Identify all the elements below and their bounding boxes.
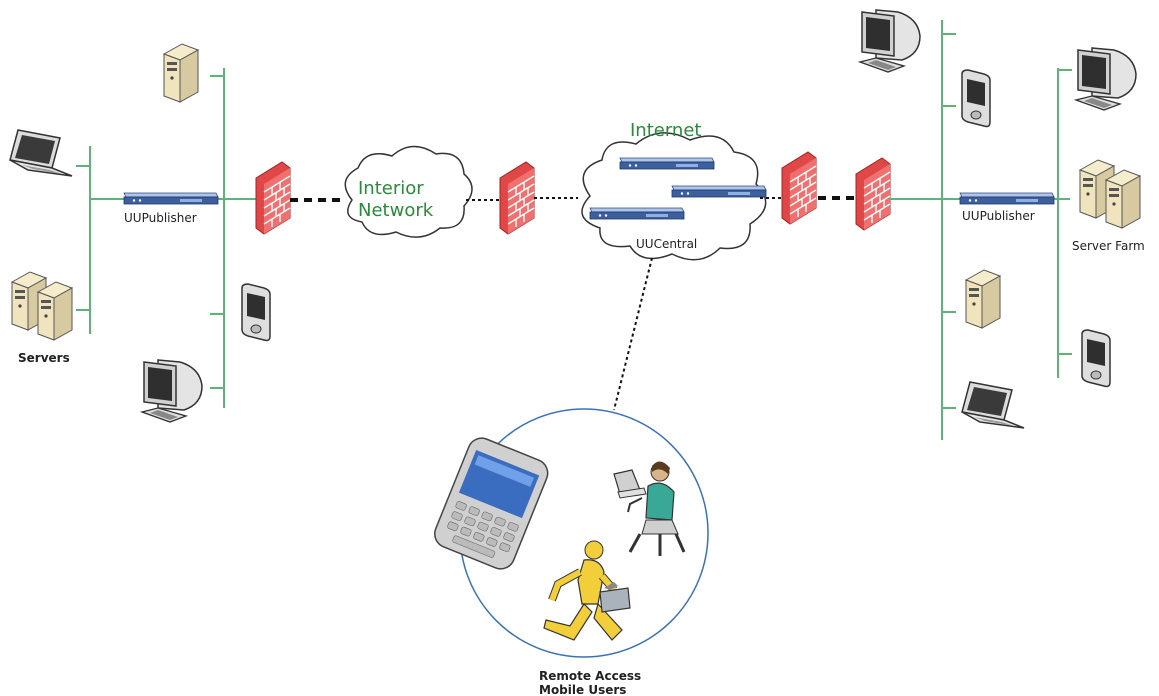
server-farm-icon xyxy=(1079,159,1141,229)
left-network: Servers UUPublisher xyxy=(9,43,271,423)
interior-network-label-2: Network xyxy=(358,200,434,221)
firewall-icon xyxy=(781,151,817,225)
server-icon xyxy=(965,269,1001,329)
router-icon xyxy=(671,185,767,198)
interior-network-cloud: Interior Network xyxy=(344,145,473,238)
monitor-icon xyxy=(141,359,203,423)
remote-link xyxy=(613,257,653,411)
internet-label: Internet xyxy=(630,120,701,141)
running-person-icon xyxy=(543,540,631,641)
right-network: UUPublisher Server Farm xyxy=(859,9,1145,440)
router-icon xyxy=(123,192,219,205)
uupublisher-right-label: UUPublisher xyxy=(962,209,1035,223)
server-icon xyxy=(163,43,199,103)
router-icon xyxy=(619,157,715,170)
pda-icon xyxy=(961,69,991,128)
server-farm-label: Server Farm xyxy=(1072,239,1145,253)
interior-network-label-1: Interior xyxy=(358,178,424,199)
firewall-icon xyxy=(855,157,891,231)
router-icon xyxy=(589,207,685,220)
servers-icon xyxy=(11,271,73,341)
business-person-icon xyxy=(613,461,686,556)
internet-cloud: Internet UUCentral xyxy=(581,120,767,261)
monitor-icon xyxy=(859,9,921,73)
laptop-icon xyxy=(961,381,1025,429)
servers-label: Servers xyxy=(18,351,70,365)
pda-icon xyxy=(241,283,271,342)
remote-access-label-2: Mobile Users xyxy=(539,683,626,696)
router-icon xyxy=(959,192,1055,205)
monitor-icon xyxy=(1075,47,1137,111)
remote-users-group: Remote Access Mobile Users xyxy=(434,408,709,696)
uucentral-label: UUCentral xyxy=(636,237,697,251)
laptop-icon xyxy=(9,129,73,177)
firewall-icon xyxy=(255,161,291,235)
uupublisher-left-label: UUPublisher xyxy=(124,211,197,225)
firewall-icon xyxy=(499,161,535,235)
remote-access-label-1: Remote Access xyxy=(539,669,641,683)
smartphone-icon xyxy=(434,437,549,570)
pda-icon xyxy=(1081,329,1111,388)
